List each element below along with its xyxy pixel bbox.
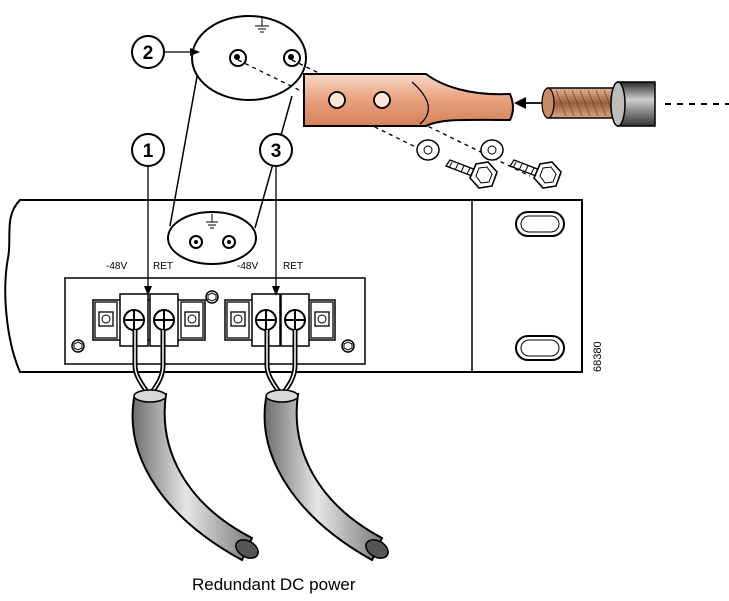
label-ret-a: RET (153, 261, 173, 272)
callout-2: 2 (131, 35, 200, 69)
washer-icon (416, 139, 440, 161)
terminal-block-a (92, 293, 206, 347)
screw-icon (222, 235, 236, 249)
screw-icon (341, 339, 355, 353)
ground-symbol-icon (255, 18, 269, 33)
dc-power-cable-a (131, 330, 259, 562)
chassis-ground-pad (167, 211, 257, 265)
ground-wire (514, 81, 729, 127)
ground-screw-right (509, 159, 562, 189)
terminal-screw-neg48v-a (123, 309, 145, 331)
figure-number: 68380 (592, 341, 604, 372)
terminal-screw-neg48v-b (255, 309, 277, 331)
ground-screw-left (445, 159, 498, 189)
dc-power-cable-b (263, 330, 389, 562)
callout-1-number: 1 (143, 141, 154, 162)
screw-icon (283, 49, 301, 67)
washer-icon (480, 139, 504, 161)
ground-lug (303, 73, 514, 127)
mounting-slot-bottom (515, 335, 565, 361)
callout-1: 1 (131, 133, 165, 296)
screw-icon (71, 339, 85, 353)
mounting-slot-top (515, 211, 565, 237)
label-ret-b: RET (283, 261, 303, 272)
ground-pad-enlarged (191, 15, 307, 101)
figure-caption: Redundant DC power (192, 575, 356, 594)
screw-icon (205, 290, 219, 304)
label-neg48v-b: -48V (237, 261, 258, 272)
callout-3: 3 (259, 133, 293, 296)
terminal-screw-ret-a (153, 309, 175, 331)
screw-icon (229, 49, 247, 67)
screw-icon (189, 235, 203, 249)
callout-3-number: 3 (271, 141, 282, 162)
callout-2-number: 2 (143, 43, 154, 64)
terminal-block-b (224, 293, 336, 347)
terminal-screw-ret-b (284, 309, 306, 331)
ground-symbol-icon (206, 214, 218, 229)
label-neg48v-a: -48V (106, 261, 127, 272)
